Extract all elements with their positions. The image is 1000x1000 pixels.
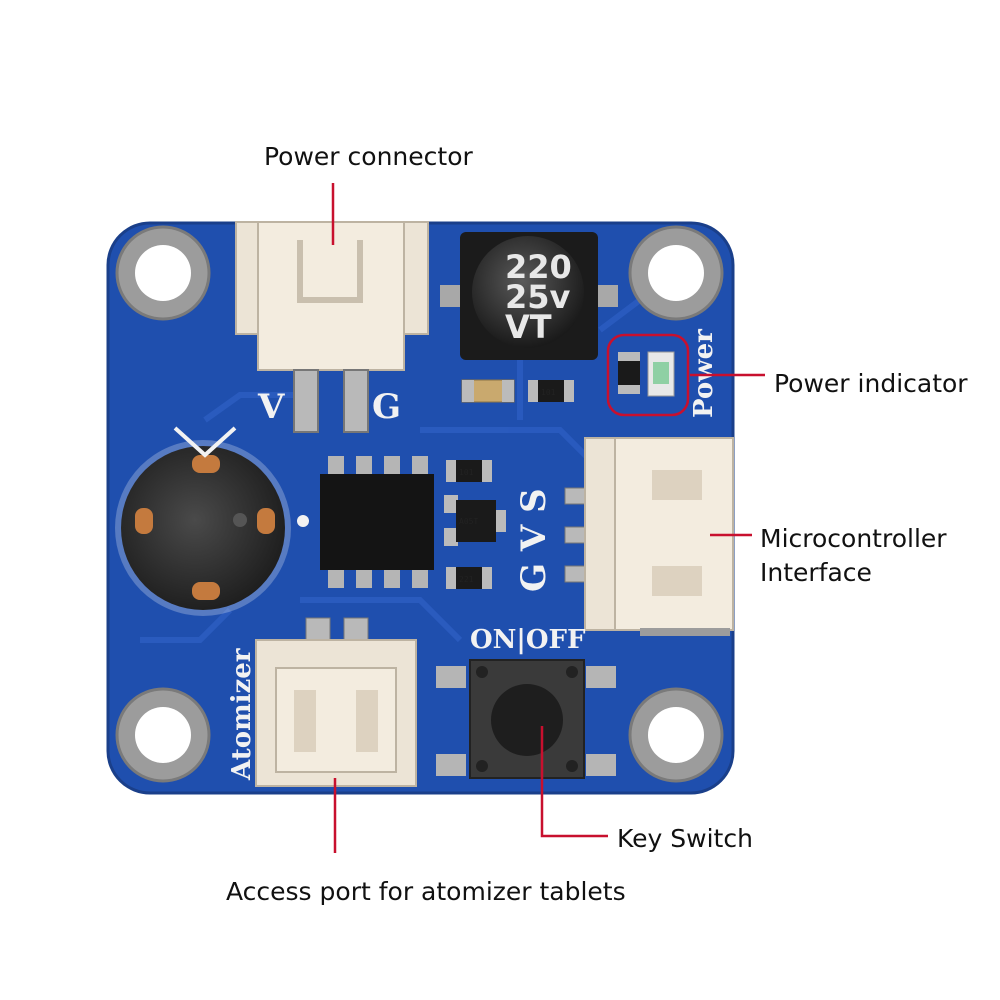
res-101b-label: 101 — [459, 468, 474, 477]
silk-on-off: ON|OFF — [470, 625, 586, 655]
capacitor: 220 25v VT — [440, 232, 618, 360]
label-mcu-line1: Microcontroller — [760, 524, 947, 553]
mounting-hole-br — [628, 687, 724, 783]
silk-power: Power — [689, 329, 719, 418]
transistor-label: A05T — [459, 517, 478, 526]
mounting-hole-tr — [628, 225, 724, 321]
label-power-indicator: Power indicator — [774, 369, 968, 398]
capacitor-line2: 25v — [505, 278, 571, 316]
res-101-label: 101 — [541, 388, 556, 397]
silk-gvs: G V S — [514, 488, 554, 592]
smd-res-101b: 101 — [446, 460, 492, 482]
ic-chip — [320, 456, 434, 588]
power-indicator-highlight — [606, 333, 690, 417]
silk-g: G — [372, 387, 401, 427]
smd-cap-1 — [461, 379, 515, 403]
label-mcu-line2: Interface — [760, 558, 872, 587]
label-power-connector: Power connector — [264, 142, 473, 171]
silk-v: V — [257, 387, 285, 427]
mcu-connector — [564, 437, 734, 636]
label-microcontroller-interface: Microcontroller Interface — [760, 522, 947, 590]
capacitor-line1: 220 — [505, 248, 572, 286]
power-led — [618, 351, 675, 397]
smd-res-101: 101 — [528, 380, 574, 402]
atomizer-connector — [255, 617, 417, 787]
smd-res-221: 221 — [446, 567, 492, 589]
label-access-port: Access port for atomizer tablets — [226, 877, 626, 906]
leader-lines — [331, 183, 765, 853]
key-switch — [436, 659, 616, 779]
inductor — [115, 426, 309, 616]
res-221-label: 221 — [459, 575, 474, 584]
mounting-hole-bl — [115, 687, 211, 783]
transistor: A05T — [444, 495, 506, 546]
leader-key-switch — [540, 726, 608, 838]
power-connector — [235, 221, 429, 433]
label-key-switch: Key Switch — [617, 824, 753, 853]
silk-atomizer: Atomizer — [227, 648, 257, 781]
mounting-hole-tl — [115, 225, 211, 321]
capacitor-line3: VT — [505, 308, 552, 346]
